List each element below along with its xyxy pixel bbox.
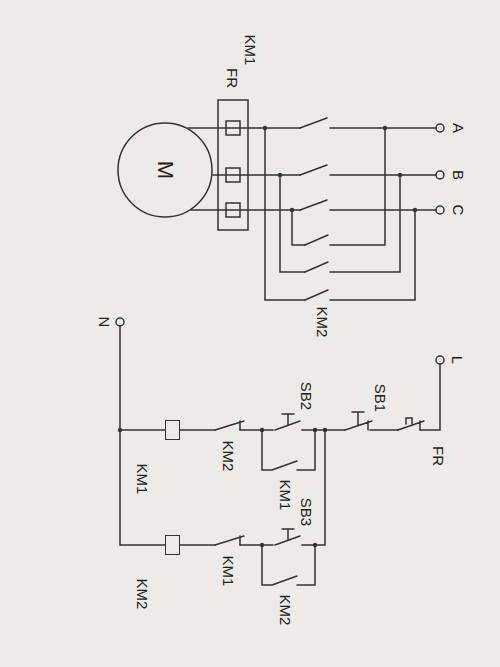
interlock-contact (215, 536, 244, 545)
thermal-element (226, 203, 240, 217)
coil-symbol: KM1 (165, 420, 180, 440)
km2-wire (292, 128, 385, 245)
motor-label: M (154, 161, 176, 179)
hold-contact (262, 545, 315, 585)
phase-wire (188, 127, 436, 129)
motor-circle (118, 123, 212, 217)
circuit-label: KM1 (278, 480, 293, 511)
coil-label: KM2 (135, 579, 150, 610)
terminal (116, 318, 124, 326)
circuit-label: A (451, 123, 466, 133)
terminal (436, 356, 444, 364)
coil-label: KM1 (135, 464, 150, 495)
power-circuit (188, 100, 444, 300)
circuit-label: N (97, 317, 112, 328)
km1-main-contact (300, 118, 327, 210)
thermal-relay-frame (218, 100, 248, 230)
neutral-wire (119, 326, 121, 430)
circuit-label: KM1 (221, 556, 236, 587)
km2-wire (280, 175, 400, 272)
control-wire (180, 364, 440, 430)
circuit-label: B (451, 170, 466, 180)
fr-contact (398, 418, 424, 430)
km2-main-contact (305, 235, 328, 300)
thermal-element (226, 121, 240, 135)
terminal (436, 171, 444, 179)
control-wire (180, 430, 325, 545)
neutral-wire (120, 430, 165, 545)
control-circuit (116, 318, 444, 585)
km2-wire (265, 128, 415, 300)
circuit-label: KM2 (278, 595, 293, 626)
terminal (436, 206, 444, 214)
circuit-label: KM2 (221, 441, 236, 472)
start-button (275, 529, 300, 545)
circuit-label: C (451, 205, 466, 216)
circuit-label: FR (431, 446, 446, 466)
circuit-label: SB2 (299, 382, 314, 410)
circuit-label: FR (225, 68, 240, 88)
circuit-label: KM1 (243, 35, 258, 66)
start-button (275, 414, 300, 430)
thermal-element (226, 168, 240, 182)
coil-symbol: KM2 (165, 535, 180, 555)
circuit-label: L (450, 356, 465, 364)
phase-wire (213, 174, 436, 176)
circuit-label: SB1 (373, 384, 388, 412)
terminal (436, 124, 444, 132)
hold-contact (262, 430, 315, 470)
interlock-contact (215, 421, 244, 430)
circuit-label: KM2 (315, 307, 330, 338)
circuit-label: SB3 (299, 498, 314, 526)
motor-symbol: M (117, 122, 213, 218)
stop-button (345, 412, 372, 430)
